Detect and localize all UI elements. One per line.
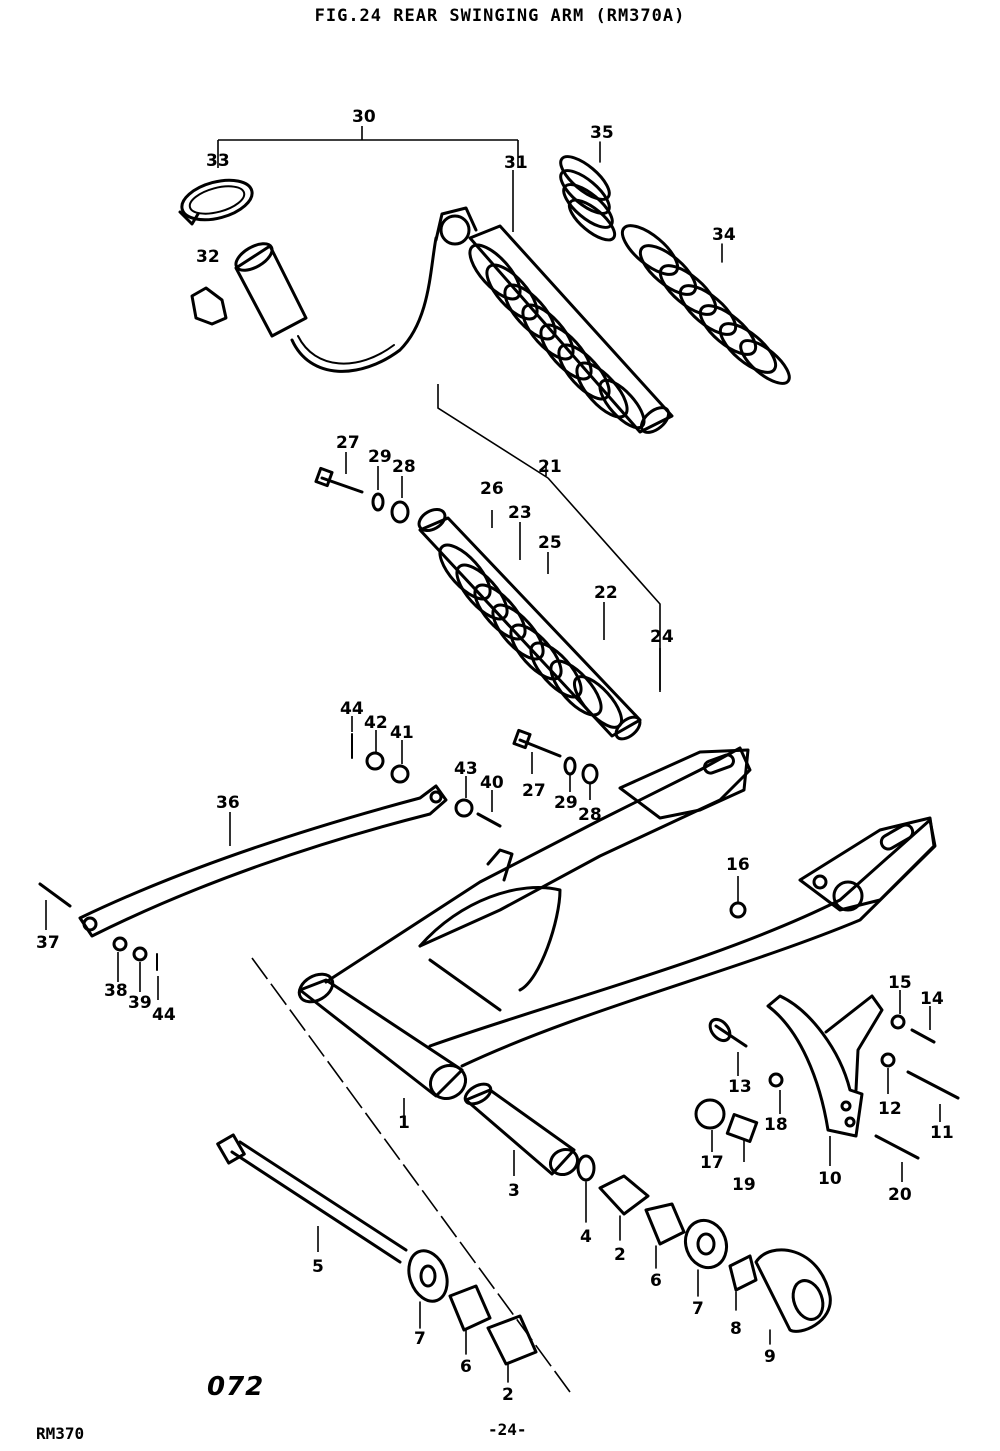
- part-label-38: 38: [104, 981, 128, 1001]
- part-label-29: 29: [554, 793, 578, 813]
- part-label-44: 44: [152, 1005, 176, 1025]
- part-label-29: 29: [368, 447, 392, 467]
- part-label-24: 24: [650, 627, 674, 647]
- swinging-arm-1: [297, 746, 937, 1124]
- drawing-code: 072: [207, 1372, 265, 1402]
- part-label-12: 12: [878, 1099, 902, 1119]
- part-label-40: 40: [480, 773, 504, 793]
- part-label-21: 21: [538, 457, 562, 477]
- rear-shock-absorber-assembly: [178, 126, 674, 434]
- model-code: RM370: [36, 1424, 85, 1443]
- part-label-39: 39: [128, 993, 152, 1013]
- part-label-9: 9: [764, 1347, 776, 1367]
- bolt-27-lower: [512, 728, 599, 800]
- nut-16: [729, 876, 747, 919]
- part-label-27: 27: [336, 433, 360, 453]
- part-label-14: 14: [920, 989, 944, 1009]
- part-label-2: 2: [614, 1245, 626, 1265]
- part-label-2: 2: [502, 1385, 514, 1405]
- part-label-41: 41: [390, 723, 414, 743]
- part-label-28: 28: [392, 457, 416, 477]
- part-label-30: 30: [352, 107, 376, 127]
- spacer-3: [463, 1082, 580, 1177]
- part-label-42: 42: [364, 713, 388, 733]
- part-label-28: 28: [578, 805, 602, 825]
- part-label-32: 32: [196, 247, 220, 267]
- part-label-19: 19: [732, 1175, 756, 1195]
- part-label-5: 5: [312, 1257, 324, 1277]
- part-label-27: 27: [522, 781, 546, 801]
- part-label-33: 33: [206, 151, 230, 171]
- spring-35: [559, 141, 617, 242]
- part-label-1: 1: [398, 1113, 410, 1133]
- part-label-10: 10: [818, 1169, 842, 1189]
- part-label-11: 11: [930, 1123, 954, 1143]
- part-label-31: 31: [504, 153, 528, 173]
- part-label-34: 34: [712, 225, 736, 245]
- part-label-6: 6: [460, 1357, 472, 1377]
- part-label-25: 25: [538, 533, 562, 553]
- part-label-6: 6: [650, 1271, 662, 1291]
- part-label-7: 7: [692, 1299, 704, 1319]
- part-label-20: 20: [888, 1185, 912, 1205]
- part-label-37: 37: [36, 933, 60, 953]
- pivot-hardware-left: [407, 1249, 538, 1383]
- torque-rod-36: [38, 716, 502, 1000]
- pivot-shaft-5: [216, 1133, 408, 1264]
- part-label-43: 43: [454, 759, 478, 779]
- part-label-23: 23: [508, 503, 532, 523]
- chain-guide-assembly-10: [694, 990, 960, 1182]
- part-label-44: 44: [340, 699, 364, 719]
- pivot-hardware-right: [576, 1154, 832, 1345]
- part-label-7: 7: [414, 1329, 426, 1349]
- part-label-22: 22: [594, 583, 618, 603]
- part-label-8: 8: [730, 1319, 742, 1339]
- bolt-27-upper: [314, 452, 410, 524]
- spring-34: [620, 224, 791, 385]
- part-label-18: 18: [764, 1115, 788, 1135]
- part-label-35: 35: [590, 123, 614, 143]
- rear-shock-absorber-21: [417, 384, 661, 741]
- part-label-36: 36: [216, 793, 240, 813]
- part-label-3: 3: [508, 1181, 520, 1201]
- part-label-13: 13: [728, 1077, 752, 1097]
- part-label-16: 16: [726, 855, 750, 875]
- page-number: -24-: [488, 1420, 527, 1439]
- part-label-15: 15: [888, 973, 912, 993]
- figure-title: FIG.24 REAR SWINGING ARM (RM370A): [314, 6, 686, 26]
- part-number-labels: 30 33 31 35 34 32 27 29 28 21 26 23 25 2…: [36, 107, 954, 1405]
- part-label-26: 26: [480, 479, 504, 499]
- part-label-17: 17: [700, 1153, 724, 1173]
- part-label-4: 4: [580, 1227, 592, 1247]
